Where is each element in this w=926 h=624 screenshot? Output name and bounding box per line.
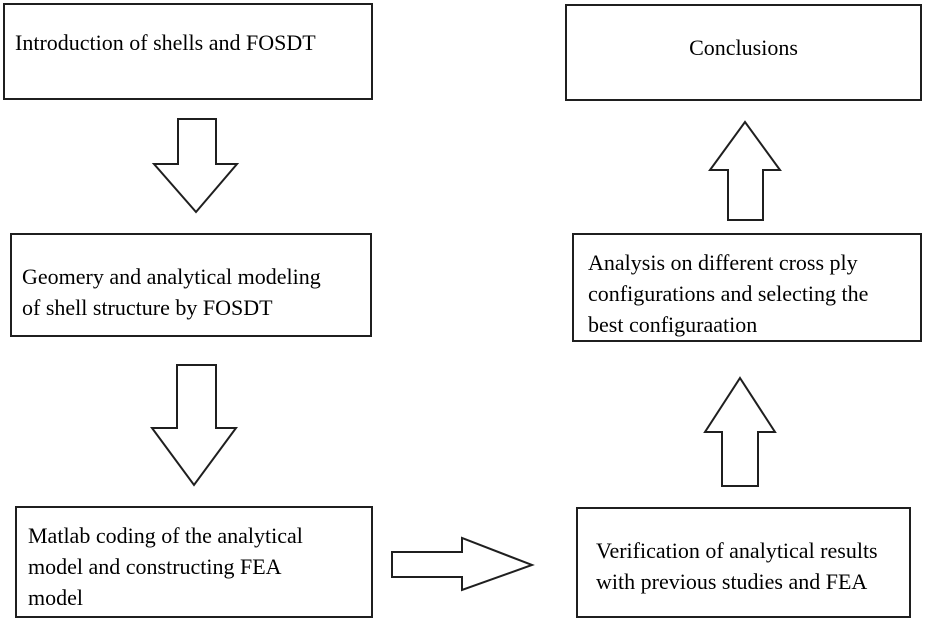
up-arrow-verification-to-analysis-icon bbox=[703, 376, 777, 487]
flowchart-box-verification: Verification of analytical results with … bbox=[576, 507, 911, 618]
flowchart-box-crossply-analysis: Analysis on different cross ply configur… bbox=[572, 233, 922, 342]
down-arrow-intro-to-geometry-icon bbox=[151, 118, 240, 214]
flowchart-box-matlab-coding: Matlab coding of the analytical model an… bbox=[15, 506, 373, 618]
right-arrow-matlab-to-verification-icon bbox=[391, 536, 535, 592]
flowchart-box-conclusions: Conclusions bbox=[565, 4, 922, 101]
up-arrow-analysis-to-conclusions-icon bbox=[708, 120, 782, 221]
flowchart-box-introduction: Introduction of shells and FOSDT bbox=[3, 3, 373, 100]
flowchart-box-geometry-modeling: Geomery and analytical modeling of shell… bbox=[10, 233, 372, 337]
down-arrow-geometry-to-matlab-icon bbox=[150, 364, 238, 487]
